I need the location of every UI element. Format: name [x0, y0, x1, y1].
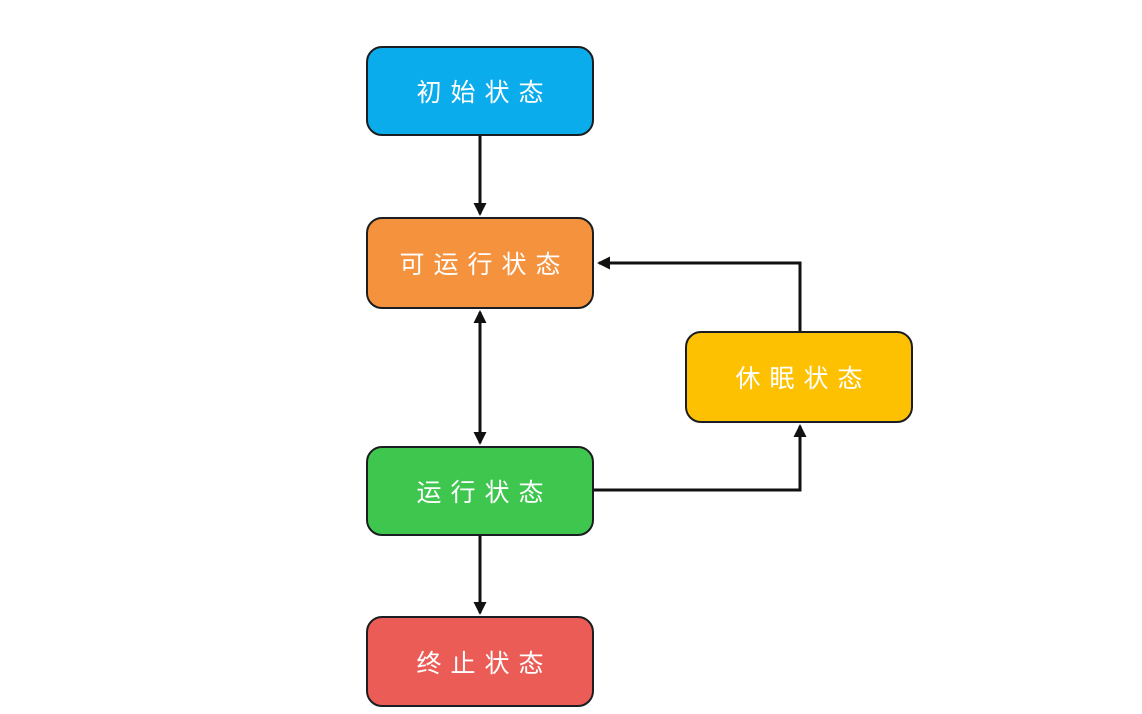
node-terminated-state-label: 终止状态 — [416, 648, 553, 678]
node-sleep-state: 休眠状态 — [685, 331, 913, 423]
node-initial-state: 初始状态 — [366, 46, 594, 136]
node-initial-state-label: 初始状态 — [416, 78, 553, 107]
node-sleep-state-label: 休眠状态 — [735, 364, 872, 393]
node-runnable-state-label: 可运行状态 — [399, 250, 570, 279]
node-runnable-state: 可运行状态 — [366, 217, 594, 309]
node-running-state-label: 运行状态 — [416, 478, 553, 507]
node-running-state: 运行状态 — [366, 446, 594, 536]
node-terminated-state: 终止状态 — [366, 616, 594, 707]
arrow-running-to-sleep — [594, 424, 807, 492]
arrow-sleep-to-runnable — [597, 256, 802, 331]
